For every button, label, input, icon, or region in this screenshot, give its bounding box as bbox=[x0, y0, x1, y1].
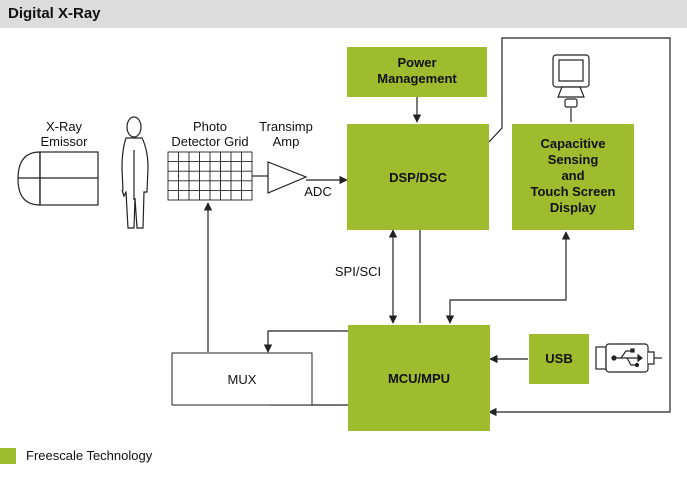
usb-plug-icon bbox=[595, 343, 662, 373]
transimp-label-line2: Amp bbox=[273, 134, 300, 149]
monitor-icon bbox=[552, 54, 590, 108]
dsp-loop-arrow bbox=[488, 37, 671, 417]
legend-swatch bbox=[0, 448, 16, 464]
connectors bbox=[203, 37, 671, 417]
page-title: Digital X-Ray bbox=[8, 5, 101, 22]
spi-sci-label: SPI/SCI bbox=[335, 264, 381, 279]
mux-label: MUX bbox=[228, 372, 257, 387]
detector-grid-icon bbox=[167, 151, 253, 201]
power-management-block: Power Management bbox=[347, 47, 487, 97]
mux-block: MUX bbox=[171, 352, 313, 406]
cap-label-line4: Touch Screen bbox=[530, 184, 615, 199]
usb-block: USB bbox=[529, 334, 589, 384]
person-icon bbox=[121, 116, 149, 229]
mcu-label: MCU/MPU bbox=[388, 371, 450, 386]
photo-label-line1: Photo bbox=[193, 119, 227, 134]
cap-label-line5: Display bbox=[550, 200, 597, 215]
power-label-line1: Power bbox=[397, 55, 436, 70]
dsp-dsc-block: DSP/DSC bbox=[347, 124, 489, 230]
xray-label-line1: X-Ray bbox=[46, 119, 83, 134]
transimp-label-line1: Transimp bbox=[259, 119, 313, 134]
amplifier-icon bbox=[267, 161, 308, 194]
xray-label-line2: Emissor bbox=[41, 134, 89, 149]
cap-label-line2: Sensing bbox=[548, 152, 599, 167]
mcu-mpu-block: MCU/MPU bbox=[348, 325, 490, 431]
touch-to-mcu-arrow bbox=[445, 231, 571, 324]
legend-label: Freescale Technology bbox=[26, 448, 153, 463]
power-label-line2: Management bbox=[377, 71, 457, 86]
adc-label: ADC bbox=[304, 184, 331, 199]
cap-label-line3: and bbox=[561, 168, 584, 183]
usb-label: USB bbox=[545, 351, 572, 366]
capacitive-touch-block: Capacitive Sensing and Touch Screen Disp… bbox=[512, 124, 634, 230]
cap-label-line1: Capacitive bbox=[540, 136, 605, 151]
header-bar: Digital X-Ray bbox=[0, 0, 687, 28]
photo-label-line2: Detector Grid bbox=[171, 134, 248, 149]
mcu-to-mux-arrow bbox=[263, 330, 348, 353]
dsp-label: DSP/DSC bbox=[389, 170, 447, 185]
xray-emitter-icon bbox=[17, 151, 99, 206]
